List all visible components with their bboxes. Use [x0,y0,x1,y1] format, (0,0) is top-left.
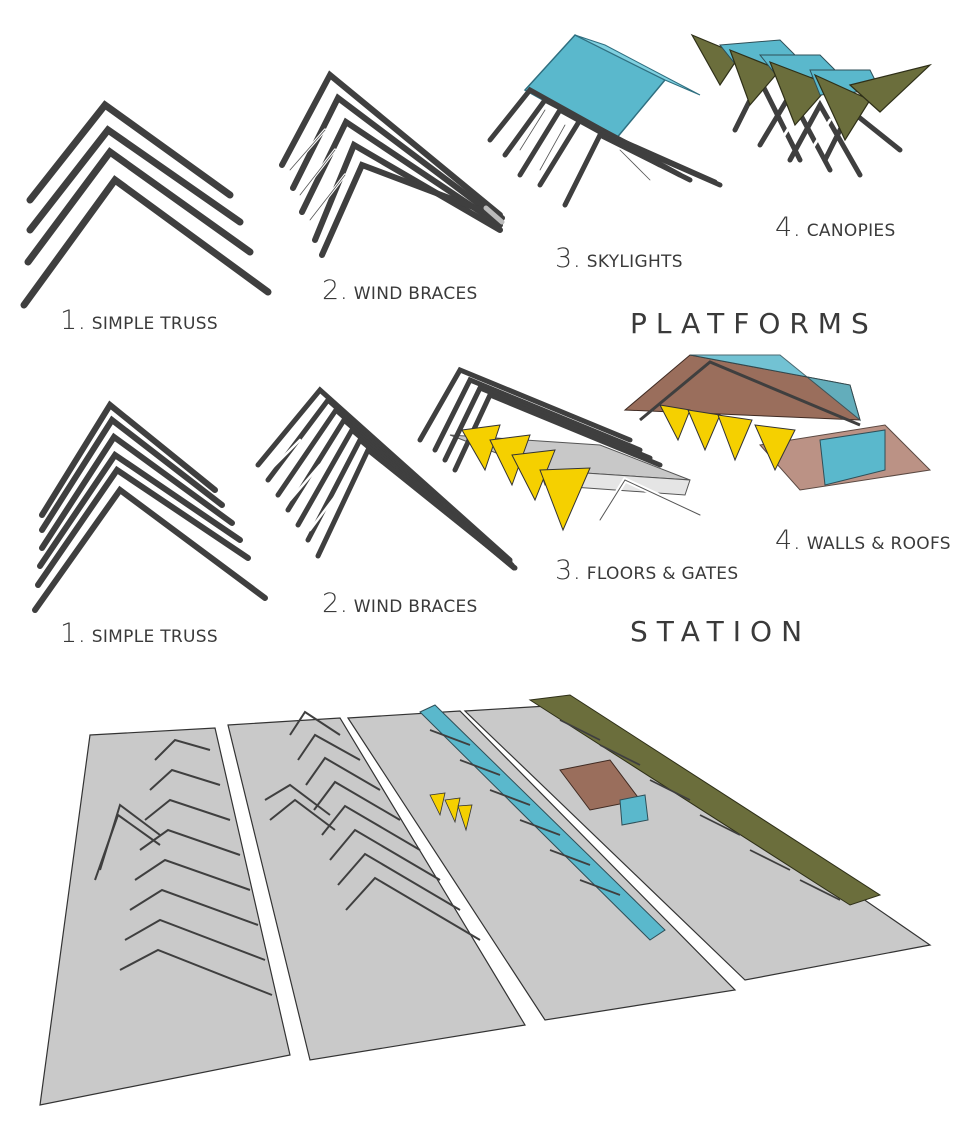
station-floors-gates-model [417,366,703,532]
step-number: 4. [775,212,802,243]
step-text: WIND BRACES [353,597,478,617]
platform-skylights-model [487,34,723,208]
platforms-step-2-label: 2. WIND BRACES [322,275,478,306]
site-platform-strip-2 [227,710,526,1061]
step-number: 1. [60,305,87,336]
station-walls-roofs-model [623,354,932,491]
platform-wind-braces-model [279,70,505,258]
platform-canopies-model [690,33,933,178]
platforms-step-3-label: 3. SKYLIGHTS [555,243,683,274]
step-number: 3. [555,243,582,274]
step-text: SIMPLE TRUSS [91,627,218,647]
step-number: 2. [322,275,349,306]
step-number: 3. [555,555,582,586]
station-step-1-label: 1. SIMPLE TRUSS [60,618,218,649]
station-step-2-label: 2. WIND BRACES [322,588,478,619]
step-text: SKYLIGHTS [586,252,683,272]
step-text: FLOORS & GATES [586,564,739,584]
station-wind-braces-model [255,386,518,571]
step-text: WALLS & ROOFS [806,534,951,554]
truss-member [26,100,234,204]
platform-simple-truss-model [20,100,272,309]
step-text: CANOPIES [806,221,896,241]
truss-member [20,175,272,309]
step-text: WIND BRACES [353,284,478,304]
platforms-step-1-label: 1. SIMPLE TRUSS [60,305,218,336]
station-simple-truss-model [32,400,268,613]
step-number: 1. [60,618,87,649]
station-step-3-label: 3. FLOORS & GATES [555,555,738,586]
station-step-4-label: 4. WALLS & ROOFS [775,525,951,556]
truss-member [26,125,244,234]
site-platform-strip-4 [463,694,932,981]
step-number: 2. [322,588,349,619]
truss-member [24,147,254,266]
step-text: SIMPLE TRUSS [91,314,218,334]
platforms-heading: PLATFORMS [630,307,878,340]
step-number: 4. [775,525,802,556]
site-platform-strip-1 [39,727,291,1106]
platforms-step-4-label: 4. CANOPIES [775,212,896,243]
station-heading: STATION [630,615,812,648]
site-platform-strip-3 [346,704,737,1021]
